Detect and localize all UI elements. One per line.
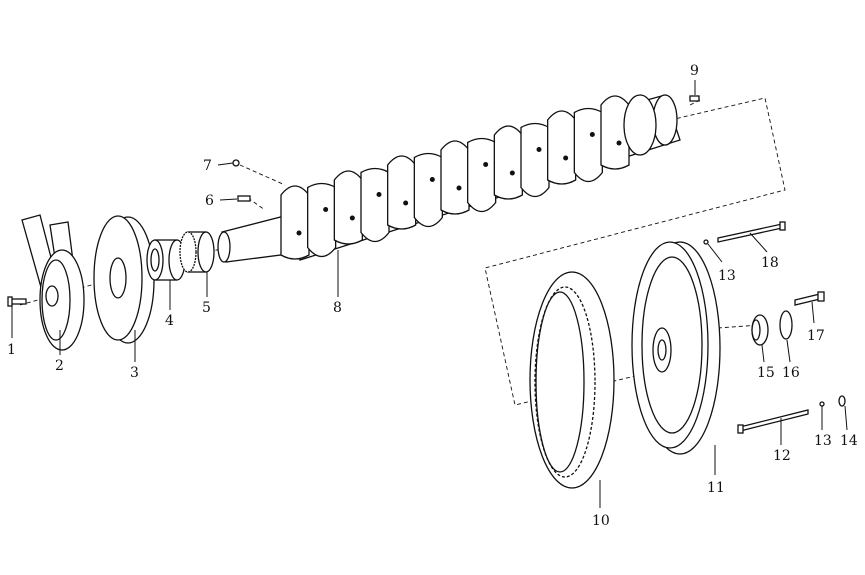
part-15-seal <box>751 314 769 346</box>
callout-8: 8 <box>333 300 342 316</box>
part-14-nut <box>838 395 846 407</box>
part-2-pulley <box>21 214 85 351</box>
crank-web <box>520 122 550 198</box>
callout-1: 1 <box>7 342 16 358</box>
callout-18: 18 <box>761 255 779 271</box>
callout-labels: 1 2 3 4 5 6 7 8 9 10 11 12 13 13 14 15 1… <box>7 63 858 529</box>
part-11-flywheel <box>631 241 721 455</box>
crank-web <box>493 125 523 200</box>
callout-4: 4 <box>165 313 174 329</box>
part-18-bolt <box>717 221 786 243</box>
crank-web <box>600 95 630 170</box>
callout-16: 16 <box>782 365 800 381</box>
crank-web <box>360 167 390 243</box>
part-16-ring <box>779 310 793 340</box>
part-1-bolt <box>7 296 27 307</box>
crank-web <box>413 152 443 228</box>
callout-9: 9 <box>690 63 699 79</box>
oil-hole <box>349 215 355 221</box>
oil-hole <box>296 230 302 236</box>
crank-web <box>387 155 417 230</box>
callout-3: 3 <box>130 365 139 381</box>
crank-web <box>307 182 337 258</box>
callout-11: 11 <box>707 480 725 496</box>
oil-hole <box>616 140 622 146</box>
crank-web <box>547 110 577 185</box>
part-17-bolt <box>794 291 825 306</box>
callout-13-lower: 13 <box>814 433 832 449</box>
callout-13-upper: 13 <box>718 268 736 284</box>
oil-hole <box>563 155 569 161</box>
part-13-washer-lower <box>819 401 825 407</box>
oil-hole <box>456 185 462 191</box>
oil-hole <box>589 132 595 137</box>
oil-hole <box>429 177 435 182</box>
part-13-washer-upper <box>703 239 709 245</box>
oil-hole <box>376 192 382 197</box>
leader-lines <box>11 80 848 508</box>
callout-12: 12 <box>773 448 791 464</box>
callout-2: 2 <box>55 358 64 374</box>
part-5-gear <box>179 231 215 273</box>
part-10-ring-gear <box>529 271 615 489</box>
part-12-bolt <box>737 409 809 434</box>
callout-14: 14 <box>840 433 858 449</box>
oil-hole <box>536 147 542 152</box>
part-3-damper <box>93 215 155 344</box>
oil-hole <box>509 170 515 176</box>
oil-hole <box>403 200 409 206</box>
part-4-bearing <box>146 239 186 281</box>
part-8-crankshaft <box>217 94 681 263</box>
crank-web <box>440 140 470 215</box>
callout-6: 6 <box>205 193 214 209</box>
callout-15: 15 <box>757 365 775 381</box>
crank-web <box>280 185 310 260</box>
callout-5: 5 <box>202 300 211 316</box>
crank-web <box>333 170 363 245</box>
oil-hole <box>323 207 329 212</box>
crank-web <box>573 107 603 183</box>
crank-web <box>467 137 497 213</box>
part-9-pin <box>689 95 700 102</box>
callout-17: 17 <box>807 328 825 344</box>
callout-10: 10 <box>592 513 610 529</box>
part-6-pin <box>237 195 251 202</box>
oil-hole <box>483 162 489 167</box>
part-7-plug <box>232 159 240 167</box>
callout-7: 7 <box>203 158 212 174</box>
